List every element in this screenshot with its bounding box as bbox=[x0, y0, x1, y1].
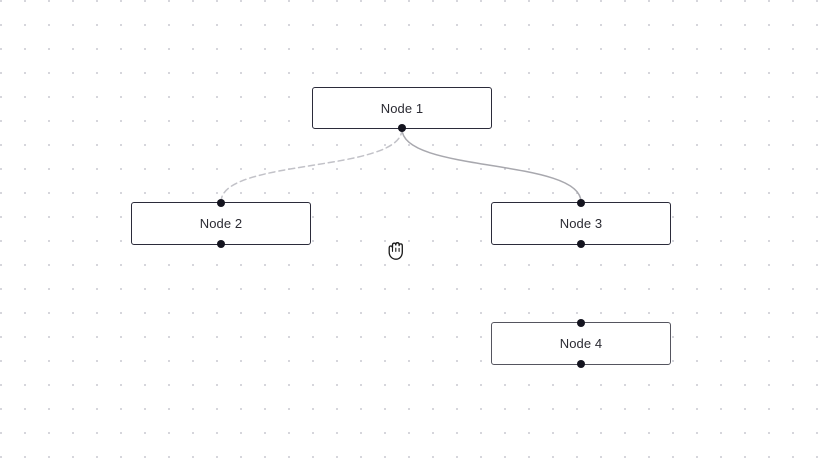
node-1-handle-bottom[interactable] bbox=[398, 124, 406, 132]
node-2-handle-top[interactable] bbox=[217, 199, 225, 207]
node-4-label: Node 4 bbox=[559, 336, 603, 351]
node-4[interactable]: Node 4 bbox=[491, 319, 671, 368]
node-2[interactable]: Node 2 bbox=[131, 199, 311, 248]
node-1[interactable]: Node 1 bbox=[312, 87, 492, 132]
edge-node1-node2[interactable] bbox=[220, 128, 403, 203]
node-3-label: Node 3 bbox=[559, 216, 603, 231]
node-1-label: Node 1 bbox=[380, 100, 424, 116]
node-2-handle-bottom[interactable] bbox=[217, 240, 225, 248]
node-3-handle-top[interactable] bbox=[577, 199, 585, 207]
node-4-handle-top[interactable] bbox=[577, 319, 585, 327]
node-3-handle-bottom[interactable] bbox=[577, 240, 585, 248]
node-2-label: Node 2 bbox=[199, 216, 243, 231]
node-3[interactable]: Node 3 bbox=[491, 199, 671, 248]
grabbing-hand-cursor bbox=[388, 242, 403, 260]
node-4-handle-bottom[interactable] bbox=[577, 360, 585, 368]
edge-node1-node3[interactable] bbox=[401, 128, 582, 203]
